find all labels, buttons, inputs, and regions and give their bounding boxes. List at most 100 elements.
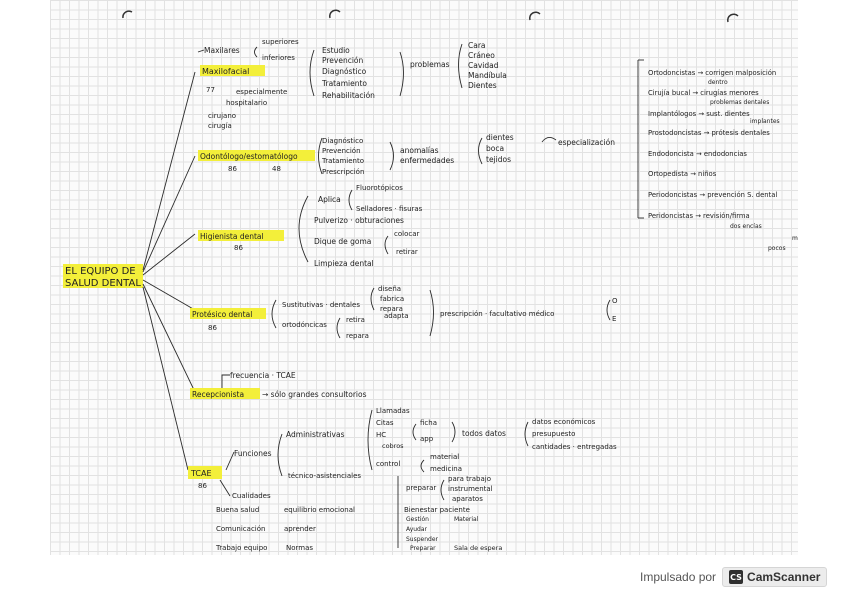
protesico-r1-item-0: diseña <box>378 285 401 293</box>
odontologo-n1: 86 <box>228 165 237 173</box>
protesico-r2-item-2: repara <box>346 332 369 340</box>
citas-item-1: app <box>420 435 434 443</box>
tcae-label: TCAE <box>190 469 212 478</box>
odontologo-item-2: Tratamiento <box>321 157 364 165</box>
todos-item-2: cantidades · entregadas <box>532 443 617 451</box>
dique-item-0: colocar <box>394 230 419 238</box>
recepcionista-highlight <box>190 388 260 399</box>
branch-protesico: Protésico dental 86 Sustitutivas · denta… <box>190 285 618 340</box>
tec-item-1: para trabajo <box>448 475 491 483</box>
aplica-label: Aplica <box>318 195 341 204</box>
odontologo-label: Odontólogo/estomatólogo <box>200 152 298 161</box>
todos-item-1: presupuesto <box>532 430 575 438</box>
problemas-item-1: Cráneo <box>468 51 495 60</box>
higienista-highlight <box>198 230 284 241</box>
scanned-notes-page: EL EQUIPO DE SALUD DENTAL Maxilares supe… <box>50 0 798 555</box>
todos-item-0: datos económicos <box>532 418 596 426</box>
specialty-6: Periodoncistas → prevención S. dental <box>648 191 777 199</box>
especializacion-label: especialización <box>558 138 615 147</box>
cirujano-label: cirujano <box>208 112 236 120</box>
protesico-num: 86 <box>208 324 217 332</box>
spec-extra-1: problemas dentales <box>710 99 769 106</box>
cualidades-label: Cualidades <box>232 492 271 500</box>
administrativas-label: Administrativas <box>286 430 345 439</box>
maxilofacial-item-0: Estudio <box>322 46 350 55</box>
cual-mid-0: equilibrio emocional <box>284 506 355 514</box>
protesico-tail-0: O <box>612 297 618 305</box>
branch-recepcionista: frecuencia · TCAE Recepcionista → sólo g… <box>190 371 367 399</box>
binder-holes <box>122 9 739 23</box>
root-branches <box>142 71 196 471</box>
protesico-r1-item-2: repara <box>380 305 403 313</box>
problemas-item-2: Cavidad <box>468 61 499 70</box>
higienista-item-0: Pulverizo · obturaciones <box>314 216 404 225</box>
odontologo-mid-1: enfermedades <box>400 156 454 165</box>
spec-extra-4: mal <box>792 235 798 242</box>
root-line2: SALUD DENTAL <box>65 278 141 289</box>
maxilares-label: Maxilares <box>204 46 240 55</box>
admin-item-0: Llamadas <box>376 407 410 415</box>
frecuencia-label: frecuencia · TCAE <box>230 371 296 380</box>
citas-item-0: ficha <box>420 419 437 427</box>
odontologo-right-1: boca <box>486 144 504 153</box>
odontologo-item-3: Prescripción <box>322 168 364 176</box>
tecnico-label: técnico-asistenciales <box>288 472 361 480</box>
root-highlight <box>63 264 143 288</box>
protesico-r2-item-0: retira <box>346 316 365 324</box>
control-item-0: material <box>430 453 459 461</box>
funciones-label: Funciones <box>234 449 272 458</box>
specialty-5: Ortopedista → niños <box>648 170 717 178</box>
hc-item-0: todos datos <box>462 429 506 438</box>
tcae-num: 86 <box>198 482 207 490</box>
higienista-label: Higienista dental <box>200 232 264 241</box>
admin-item-2: HC <box>376 431 386 439</box>
higienista-item-1: Dique de goma <box>314 237 371 246</box>
cual-item-0: Buena salud <box>216 506 259 514</box>
tec-item-0: preparar <box>406 484 436 492</box>
specialty-2: Implantólogos → sust. dientes <box>648 110 750 118</box>
protesico-r2-item-1: adapta <box>384 312 409 320</box>
branch-odontologo: Odontólogo/estomatólogo 86 48 Diagnóstic… <box>198 133 615 176</box>
spec-extra-2: implantes <box>750 118 780 125</box>
maxilofacial-label: Maxilofacial <box>202 67 249 76</box>
cual-mid-1: aprender <box>284 525 316 533</box>
camscanner-logo-icon: CS <box>729 570 744 584</box>
list-item-2: Material <box>454 516 479 523</box>
odontologo-highlight <box>198 150 315 161</box>
odontologo-item-0: Diagnóstico <box>322 137 363 145</box>
spec-extra-0: dentro <box>708 79 728 86</box>
admin-item-4: control <box>376 460 400 468</box>
cirugia-label: cirugía <box>208 122 232 130</box>
camscanner-badge[interactable]: CS CamScanner <box>722 567 828 587</box>
list-item-0: Ayudar <box>406 526 428 533</box>
problemas-item-3: Mandíbula <box>468 71 507 80</box>
branch-tcae: TCAE 86 Funciones Administrativas Llamad… <box>188 407 617 552</box>
hospitalario-label: hospitalario <box>226 99 267 107</box>
odontologo-n2: 48 <box>272 165 281 173</box>
odontologo-item-1: Prevención <box>322 147 361 155</box>
cual-item-1: Comunicación <box>216 525 265 533</box>
maxilofacial-item-3: Tratamiento <box>321 79 367 88</box>
protesico-highlight <box>190 308 266 319</box>
branch-maxilofacial: Maxilares superiores inferiores Maxilofa… <box>197 38 507 130</box>
maxilofacial-item-4: Rehabilitación <box>322 91 375 100</box>
branch-higienista: Higienista dental 86 Aplica Fluorotópico… <box>198 184 423 268</box>
protesico-tail-1: E <box>612 315 616 323</box>
odontologo-right-0: dientes <box>486 133 514 142</box>
protesico-label: Protésico dental <box>192 310 252 319</box>
camscanner-brand: CamScanner <box>747 570 821 584</box>
protesico-row2: ortodóncicas <box>282 321 327 329</box>
maxilofacial-item-1: Prevención <box>322 56 364 65</box>
tcae-highlight <box>188 466 222 479</box>
specialty-3: Prostodoncistas → prótesis dentales <box>648 129 770 137</box>
spec-extra-3: dos encías <box>730 223 762 230</box>
higienista-item-2: Limpieza dental <box>314 259 374 268</box>
maxilofacial-item-2: Diagnóstico <box>322 67 367 76</box>
higienista-num: 86 <box>234 244 243 252</box>
specialty-7: Peridoncistas → revisión/firma <box>648 212 750 220</box>
control-item-1: medicina <box>430 465 462 473</box>
problemas-item-4: Dientes <box>468 81 497 90</box>
list-item-3: Bienestar paciente <box>404 506 470 514</box>
specialty-1: Cirujía bucal → cirugías menores <box>648 89 759 97</box>
cual-mid-2: Normas <box>286 544 313 552</box>
